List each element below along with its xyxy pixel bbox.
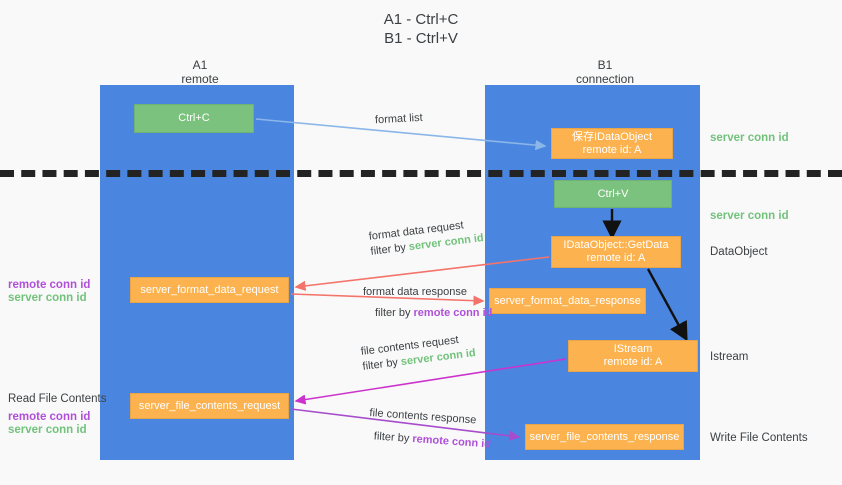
box-ctrl-c[interactable]: Ctrl+C — [134, 104, 254, 133]
caption-format-data-response: format data response filter by remote co… — [363, 285, 492, 321]
box-server-file-contents-response[interactable]: server_file_contents_response — [525, 424, 684, 450]
label-dataobject: DataObject — [710, 246, 768, 258]
caption-file-contents-request: file contents request filter by server c… — [360, 331, 477, 375]
column-header-b1: B1 connection — [575, 58, 635, 86]
label-istream: Istream — [710, 351, 749, 363]
remote-conn-id-label: remote conn id — [413, 307, 493, 319]
remote-conn-id-label: remote conn id — [411, 433, 492, 451]
caption-file-contents-response: file contents response filter by remote … — [367, 406, 493, 453]
filter-by-label: filter by — [361, 356, 402, 373]
box-server-file-contents-request[interactable]: server_file_contents_request — [130, 393, 289, 419]
box-idataobject[interactable]: 保存IDataObject remote id: A — [551, 128, 673, 159]
phase-divider — [0, 170, 842, 177]
box-istream[interactable]: IStream remote id: A — [568, 340, 698, 372]
caption-file-contents-response-text: file contents response — [369, 406, 477, 427]
filter-by-label: filter by — [369, 241, 410, 258]
label-conn-ids-file: remote conn id server conn id — [8, 411, 90, 437]
label-server-conn-id-mid: server conn id — [710, 210, 789, 222]
box-server-format-data-response[interactable]: server_format_data_response — [489, 288, 646, 314]
column-header-a1: A1 remote — [181, 58, 219, 86]
server-conn-id-label: server conn id — [8, 424, 87, 436]
caption-format-list: format list — [374, 111, 423, 127]
label-server-conn-id-top: server conn id — [710, 132, 789, 144]
box-ctrl-v[interactable]: Ctrl+V — [554, 180, 672, 208]
box-idataobject-getdata[interactable]: IDataObject::GetData remote id: A — [551, 236, 681, 268]
remote-conn-id-label: remote conn id — [8, 279, 91, 291]
caption-format-data-response-text: format data response — [363, 286, 467, 298]
page-title: A1 - Ctrl+C B1 - Ctrl+V — [383, 11, 459, 47]
label-write-file-contents: Write File Contents — [710, 432, 808, 444]
label-read-file-contents: Read File Contents — [8, 393, 107, 405]
label-conn-ids-format: remote conn id server conn id — [8, 279, 90, 305]
filter-by-label: filter by — [375, 307, 414, 319]
box-server-format-data-request[interactable]: server_format_data_request — [130, 277, 289, 303]
caption-format-data-response-filter: filter by remote conn id — [375, 306, 492, 321]
caption-file-contents-response-filter: filter by remote conn id — [373, 429, 491, 452]
remote-conn-id-label: remote conn id — [8, 411, 91, 423]
filter-by-label: filter by — [373, 430, 413, 446]
server-conn-id-label: server conn id — [8, 292, 87, 304]
caption-format-data-request: format data request filter by server con… — [368, 216, 485, 260]
